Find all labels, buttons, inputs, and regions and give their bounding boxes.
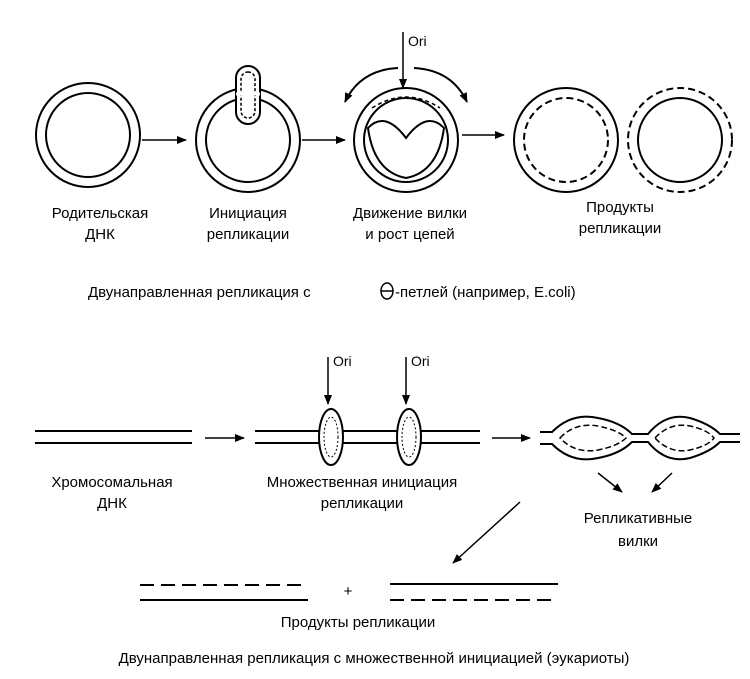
parental-dna-label-line1: Родительская [52,205,148,222]
fork-new-strand [371,96,441,109]
initiation-bubble [235,65,261,125]
multiple-label-line2: репликации [321,495,404,512]
initiation-label-line2: репликации [207,226,290,243]
caption-theta-part1: Двунаправленная репликация с [88,284,311,301]
fork-pointer-1 [597,472,623,493]
initiation-label-line1: Инициация [209,205,287,222]
fork-label-line1: Движение вилки [353,205,467,222]
multiple-initiation-dna [255,408,480,466]
product-circle-1 [513,87,619,193]
fork-arrow-right [413,67,468,103]
forks-label-line1: Репликативные [584,510,692,527]
replicative-forks [540,415,740,461]
plus-sign: + [344,583,353,600]
fork-arrow-left [344,67,399,103]
ori-label-theta: Ori [408,33,427,49]
products-label-line1: Продукты [586,199,654,216]
chromosomal-dna [35,430,192,444]
multiple-label-line1: Множественная инициация [267,474,458,491]
chromosomal-label-line1: Хромосомальная [51,474,172,491]
caption-theta-part2: -петлей (например, E.coli) [395,284,576,301]
chromosomal-label-line2: ДНК [97,495,127,512]
multiple-initiation-new-strands [323,416,417,458]
fork-pointer-2 [651,472,673,493]
ori-label-2: Ori [411,353,430,369]
parental-dna-label-line2: ДНК [85,226,115,243]
ori-label-1: Ori [333,353,352,369]
replicative-forks-new-strands [558,424,715,452]
fork-label-line2: и рост цепей [365,226,454,243]
arrow-6 [452,501,521,564]
product-circle-2 [627,87,733,193]
product-dna-1 [140,584,308,601]
theta-symbol [380,282,394,300]
product-dna-2 [390,583,558,601]
forks-label-line2: вилки [618,533,658,550]
linear-products-label: Продукты репликации [281,614,435,631]
fork-replicated-strand [366,119,446,180]
parental-dna-circle [35,82,141,188]
caption-linear: Двунаправленная репликация с множественн… [119,650,630,667]
products-label-line2: репликации [579,220,662,237]
